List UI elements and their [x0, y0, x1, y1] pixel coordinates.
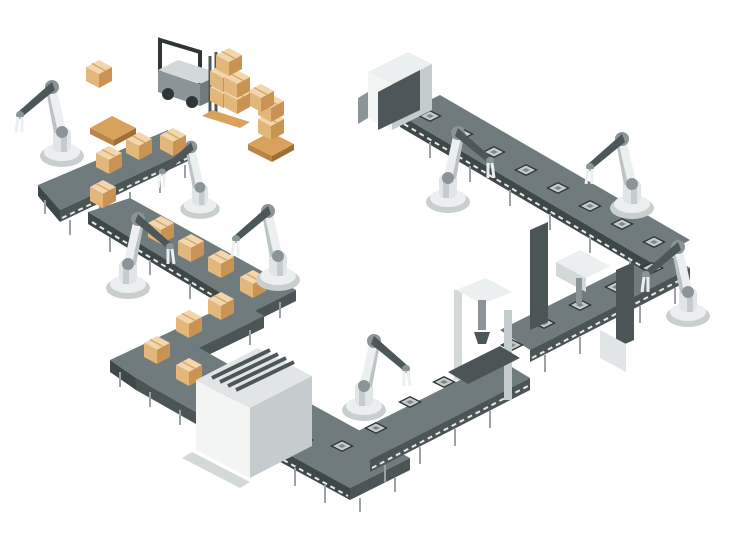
pallet — [90, 116, 136, 146]
conveyor-belt-center — [340, 360, 530, 482]
gantry-station-right — [530, 222, 634, 372]
pallet-with-boxes — [247, 83, 294, 162]
box-held-by-arm — [85, 59, 113, 89]
robotic-arm-1 — [14, 78, 86, 169]
robotic-arm-5 — [340, 332, 412, 423]
entry-station — [358, 52, 432, 130]
packing-station-left — [182, 348, 312, 488]
gantry-station — [448, 278, 520, 400]
forklift — [158, 37, 251, 128]
